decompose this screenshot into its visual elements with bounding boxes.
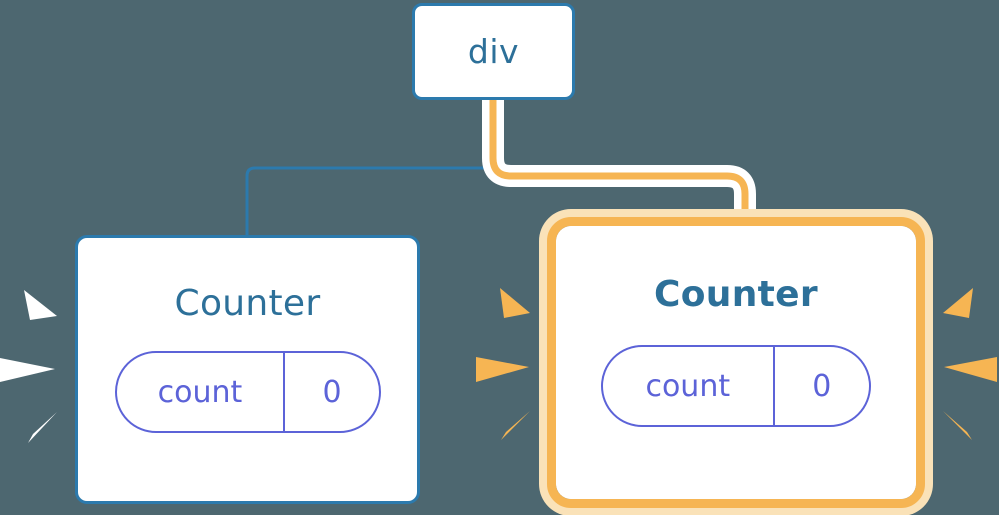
edge-div-to-counter-right-halo	[482, 100, 756, 232]
counter-left-state-key: count	[117, 353, 286, 431]
node-div-label: div	[467, 32, 520, 71]
edge-div-to-counter-left	[245, 100, 495, 238]
counter-right-state-pill: count 0	[601, 345, 871, 427]
edge-div-to-counter-right	[489, 100, 749, 232]
counter-left-state-pill: count 0	[114, 351, 381, 433]
counter-left-state-value: 0	[322, 374, 342, 410]
counter-right-title: Counter	[654, 274, 818, 315]
counter-left-title: Counter	[174, 283, 321, 324]
counter-right-state-value: 0	[812, 368, 832, 404]
node-counter-right[interactable]: Counter count 0	[547, 217, 925, 508]
counter-right-state-key: count	[603, 347, 775, 425]
node-div[interactable]: div	[412, 3, 575, 100]
node-counter-left[interactable]: Counter count 0	[75, 235, 420, 504]
